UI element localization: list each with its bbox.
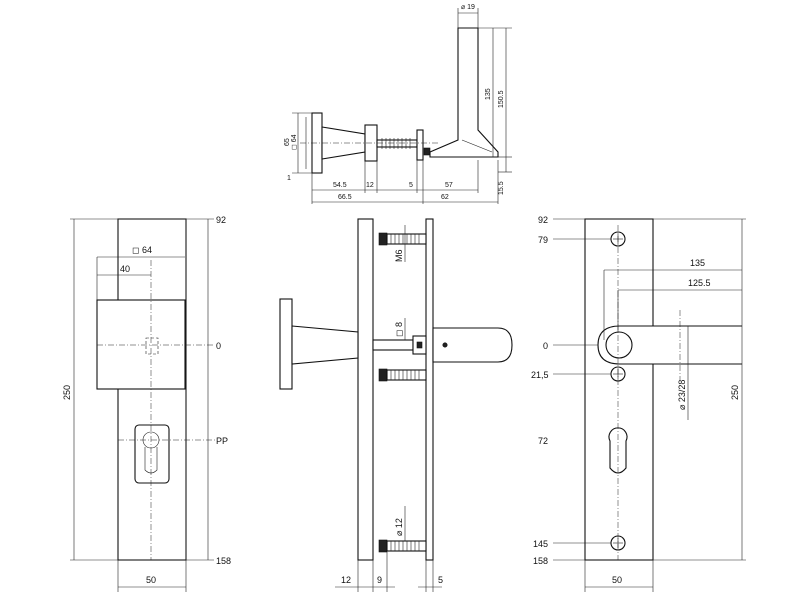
front-pp: PP (216, 436, 228, 446)
section-view: M6 ◻ 8 ⌀ 12 12 9 5 (279, 218, 513, 592)
right-bottom-158: 158 (533, 556, 548, 566)
section-spindle (372, 339, 414, 351)
right-l125-5: 125.5 (688, 278, 711, 288)
dim-h150-5: 150.5 (498, 90, 505, 108)
dim-h135: 135 (485, 88, 492, 100)
dim-w12: 12 (366, 182, 374, 189)
section-sq8: ◻ 8 (394, 322, 404, 337)
front-sq64: ◻ 64 (132, 245, 152, 255)
front-w40: 40 (120, 264, 130, 274)
right-d23-28: ⌀ 23/28 (677, 380, 687, 410)
front-width-50: 50 (146, 575, 156, 585)
dim-w57: 57 (445, 182, 453, 189)
bolt-top (378, 232, 427, 246)
top-view: ⌀ 19 135 150.5 15.5 65 ◻ 64 1 54.5 12 5 … (284, 4, 512, 204)
section-knob-rose (279, 298, 293, 390)
front-view: 92 0 PP 158 250 ◻ 64 40 50 (62, 215, 231, 592)
section-lever-screw (442, 342, 448, 348)
section-d12: ⌀ 12 (394, 518, 404, 536)
right-plate (416, 129, 424, 161)
right-l135: 135 (690, 258, 705, 268)
dim-w54-5: 54.5 (333, 182, 347, 189)
front-bottom-158: 158 (216, 556, 231, 566)
front-top-92: 92 (216, 215, 226, 225)
dim-w66-5: 66.5 (338, 194, 352, 201)
right-y72: 72 (538, 436, 548, 446)
section-plate-right (425, 218, 434, 561)
dim-w62: 62 (441, 194, 449, 201)
right-zero: 0 (543, 341, 548, 351)
section-m6: M6 (394, 249, 404, 262)
cylinder-cutout (134, 424, 170, 484)
right-height-250: 250 (730, 385, 740, 400)
dim-w5: 5 (409, 182, 413, 189)
section-w9: 9 (377, 575, 382, 585)
dim-d19: ⌀ 19 (461, 4, 475, 11)
section-spindle-mark (416, 341, 423, 349)
front-height-250: 250 (62, 385, 72, 400)
front-zero: 0 (216, 341, 221, 351)
section-w12: 12 (341, 575, 351, 585)
dim-h15-5: 15.5 (498, 181, 505, 195)
grub-screw (423, 147, 431, 156)
right-width-50: 50 (612, 575, 622, 585)
section-knob-stem (291, 325, 359, 365)
dim-h65: 65 (284, 138, 291, 146)
right-view: 92 79 0 21,5 72 145 158 135 125.5 ⌀ 23/2… (531, 215, 746, 592)
right-y79: 79 (538, 235, 548, 245)
dim-one: 1 (287, 175, 291, 182)
square-rose (96, 299, 186, 390)
bolt-bottom (378, 539, 427, 553)
section-w5: 5 (438, 575, 443, 585)
section-lever (432, 327, 513, 363)
dim-sq64: ◻ 64 (291, 134, 298, 150)
bolt-middle (378, 368, 427, 382)
lever-rose (605, 331, 633, 359)
right-y21-5: 21,5 (531, 370, 549, 380)
section-plate-left (357, 218, 374, 561)
spindle (376, 139, 418, 148)
right-top-92: 92 (538, 215, 548, 225)
right-y145: 145 (533, 539, 548, 549)
